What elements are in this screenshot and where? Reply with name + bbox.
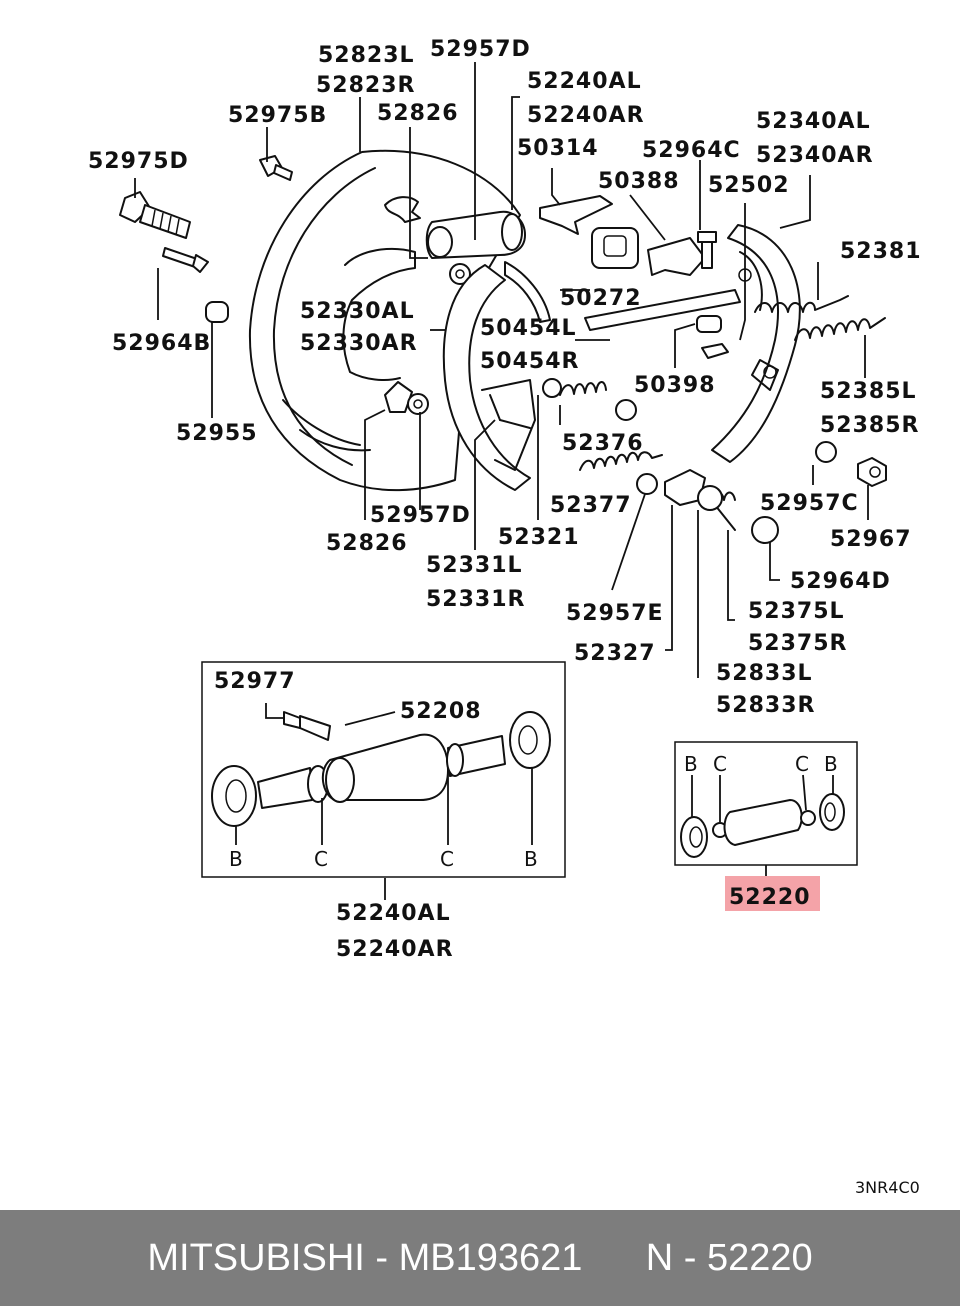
label-50398: 50398 <box>634 373 716 398</box>
label-52957E: 52957E <box>566 601 664 626</box>
label-52376: 52376 <box>562 431 644 456</box>
label-52957D-bottom: 52957D <box>370 503 471 528</box>
label-52955: 52955 <box>176 421 258 446</box>
label-52331R: 52331R <box>426 587 525 612</box>
clip-50388 <box>647 237 706 276</box>
label-52240AL-bottom: 52240AL <box>336 901 451 926</box>
clip-52321 <box>542 378 562 398</box>
label-52967: 52967 <box>830 527 912 552</box>
label-52375R: 52375R <box>748 631 847 656</box>
label-52826-bottom: 52826 <box>326 531 408 556</box>
label-52240AL-top: 52240AL <box>527 69 642 94</box>
label-52964B: 52964B <box>112 331 211 356</box>
spring-52377 <box>579 451 663 471</box>
clip-52826-bottom <box>384 381 429 415</box>
strut-bar-52330 <box>584 289 741 331</box>
brake-shoe-right <box>711 224 801 463</box>
footer-bar: MITSUBISHI - MB193621 N - 52220 <box>0 1210 960 1306</box>
label-52340AL: 52340AL <box>756 109 871 134</box>
brake-parts-diagram: 52823L 52823R 52957D 52240AL 52240AR 529… <box>88 37 922 1197</box>
label-52964C: 52964C <box>642 138 741 163</box>
label-50272: 50272 <box>560 286 642 311</box>
label-52330AR: 52330AR <box>300 331 418 356</box>
kit-label-b-right: B <box>824 752 838 776</box>
label-50388: 50388 <box>598 169 680 194</box>
label-52375L: 52375L <box>748 599 845 624</box>
cyl-label-b-right: B <box>524 847 538 871</box>
pin-52964b <box>162 247 209 273</box>
label-52331L: 52331L <box>426 553 523 578</box>
label-52833R: 52833R <box>716 693 815 718</box>
label-52823L: 52823L <box>318 43 415 68</box>
wheel-cylinder-detail <box>201 661 566 900</box>
label-52977: 52977 <box>214 669 296 694</box>
label-52826-top: 52826 <box>377 101 459 126</box>
plug-52955 <box>205 301 229 323</box>
label-52327: 52327 <box>574 641 656 666</box>
label-52823R: 52823R <box>316 73 415 98</box>
label-52240AR-top: 52240AR <box>527 103 645 128</box>
adjuster-52327 <box>636 469 779 544</box>
bracket-50272 <box>591 227 639 269</box>
spring-52376 <box>559 381 637 421</box>
label-52377: 52377 <box>550 493 632 518</box>
label-52957D-top: 52957D <box>430 37 531 62</box>
label-52957C: 52957C <box>760 491 859 516</box>
highlight-52220 <box>725 876 820 911</box>
label-50314: 50314 <box>517 136 599 161</box>
lever-50314 <box>539 195 613 235</box>
label-52240AR-bottom: 52240AR <box>336 937 454 962</box>
pin-52964c <box>697 231 717 269</box>
label-52330AL: 52330AL <box>300 299 415 324</box>
bolt-52975b <box>259 155 293 181</box>
kit-label-b-left: B <box>684 752 698 776</box>
spring-52381 <box>754 295 849 313</box>
label-50454L: 50454L <box>480 316 577 341</box>
repair-kit-detail <box>674 741 858 878</box>
bolt-52975d <box>119 191 191 239</box>
kit-label-c-left: C <box>713 752 727 776</box>
cyl-label-b-left: B <box>229 847 243 871</box>
label-52381: 52381 <box>840 239 922 264</box>
label-52385R: 52385R <box>820 413 919 438</box>
label-52208: 52208 <box>400 699 482 724</box>
diagram-code: 3NR4C0 <box>855 1178 920 1197</box>
spacer-50398 <box>696 315 729 359</box>
footer-part-info: MITSUBISHI - MB193621 N - 52220 <box>147 1236 813 1279</box>
kit-label-c-right: C <box>795 752 809 776</box>
washer-52957c <box>815 441 837 463</box>
brake-shoe-left <box>442 261 551 491</box>
cyl-label-c-right: C <box>440 847 454 871</box>
spring-52385 <box>794 317 886 341</box>
label-52220: 52220 <box>729 885 811 910</box>
label-52321: 52321 <box>498 525 580 550</box>
label-52340AR: 52340AR <box>756 143 874 168</box>
label-50454R: 50454R <box>480 349 579 374</box>
label-52975B: 52975B <box>228 103 327 128</box>
label-52964D: 52964D <box>790 569 891 594</box>
leader-lines <box>134 62 869 678</box>
cyl-label-c-left: C <box>314 847 328 871</box>
nut-52967 <box>857 457 887 487</box>
wheel-cylinder-mounted <box>425 210 526 285</box>
label-52385L: 52385L <box>820 379 917 404</box>
label-52502: 52502 <box>708 173 790 198</box>
label-52975D: 52975D <box>88 149 189 174</box>
label-52833L: 52833L <box>716 661 813 686</box>
